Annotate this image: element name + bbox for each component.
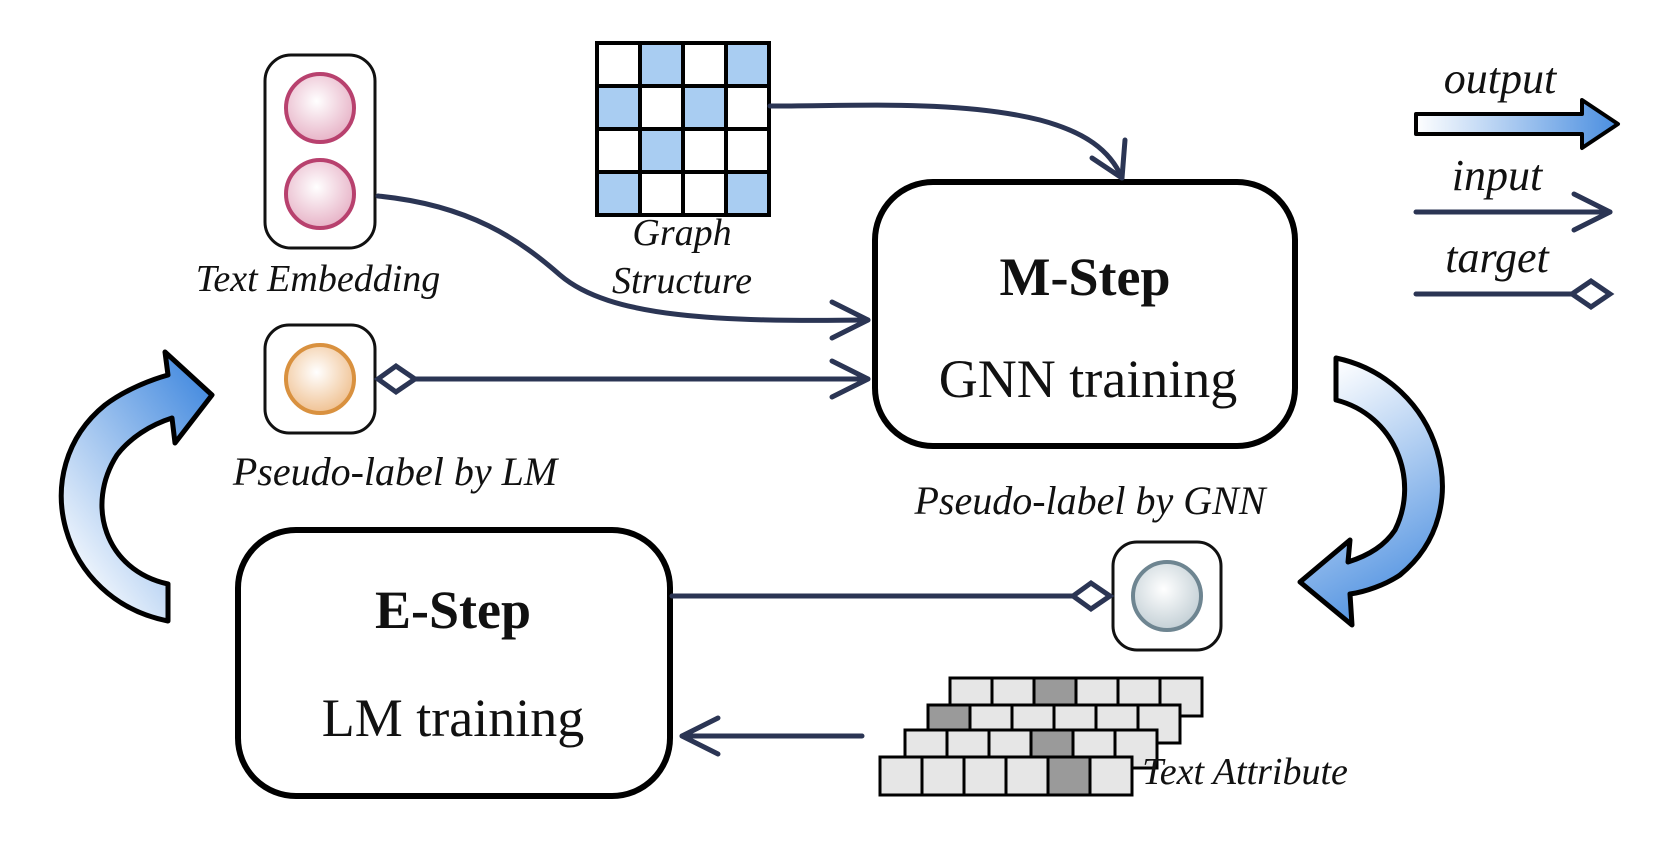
- graph-to-m-step-line: [767, 102, 1125, 181]
- graph-cell: [595, 41, 642, 88]
- right-cycle-arrow: [1297, 355, 1445, 628]
- structure-label: Structure: [612, 260, 752, 302]
- graph-cell: [681, 170, 728, 217]
- arrowhead: [1089, 137, 1128, 181]
- graph-cell: [638, 127, 685, 174]
- graph-cell: [595, 170, 642, 217]
- text-token: [962, 755, 1008, 797]
- legend-input-label: input: [1452, 151, 1544, 200]
- text-token: [1004, 755, 1050, 797]
- e-step-box: [235, 527, 673, 799]
- legend-target-label: target: [1445, 233, 1550, 282]
- text-embedding-node: [263, 53, 377, 250]
- arrowhead: [829, 358, 871, 400]
- graph-cell: [681, 127, 728, 174]
- embedding-to-m-step-line: [375, 193, 871, 323]
- text-token: [1046, 755, 1092, 797]
- legend-output-label: output: [1444, 54, 1558, 103]
- text-attribute-tokens: [878, 676, 1204, 797]
- target-diamond: [1567, 277, 1615, 311]
- m-step-subtitle: GNN training: [939, 349, 1237, 409]
- text-embedding-label: Text Embedding: [196, 258, 441, 300]
- legend-output-arrow: [1414, 98, 1620, 150]
- legend: output input target: [1413, 54, 1620, 311]
- graph-cell: [595, 84, 642, 131]
- graph-cell: [638, 84, 685, 131]
- graph-cell: [638, 170, 685, 217]
- m-step-box: [872, 179, 1298, 449]
- e-step-subtitle: LM training: [322, 688, 584, 748]
- arrowhead: [679, 715, 721, 757]
- graph-cell: [724, 127, 771, 174]
- pseudo-label-lm-label: Pseudo-label by LM: [232, 449, 560, 494]
- graph-cell: [595, 127, 642, 174]
- text-token: [878, 755, 924, 797]
- target-diamond: [1068, 579, 1115, 613]
- text-token: [1088, 755, 1134, 797]
- graph-structure-grid: [595, 41, 771, 217]
- pseudo-label-lm-node: [263, 323, 377, 435]
- e-step-title: E-Step: [375, 580, 531, 640]
- graph-cell: [681, 41, 728, 88]
- pseudo-label-gnn-node: [1111, 540, 1223, 652]
- graph-cell: [724, 84, 771, 131]
- embedding-circle: [284, 158, 356, 230]
- text-token: [920, 755, 966, 797]
- graph-cell: [724, 41, 771, 88]
- left-cycle-arrow: [58, 349, 215, 624]
- graph-cell: [724, 170, 771, 217]
- pseudo-label-gnn-label: Pseudo-label by GNN: [913, 478, 1267, 523]
- embedding-circle: [284, 72, 356, 144]
- target-diamond: [373, 362, 420, 396]
- m-step-title: M-Step: [1000, 247, 1171, 307]
- graph-cell: [638, 41, 685, 88]
- arrowhead: [829, 299, 871, 341]
- graph-cell: [681, 84, 728, 131]
- text-attribute-label: Text Attribute: [1142, 751, 1348, 793]
- graph-label: Graph: [632, 212, 731, 254]
- arrowhead: [1571, 191, 1613, 233]
